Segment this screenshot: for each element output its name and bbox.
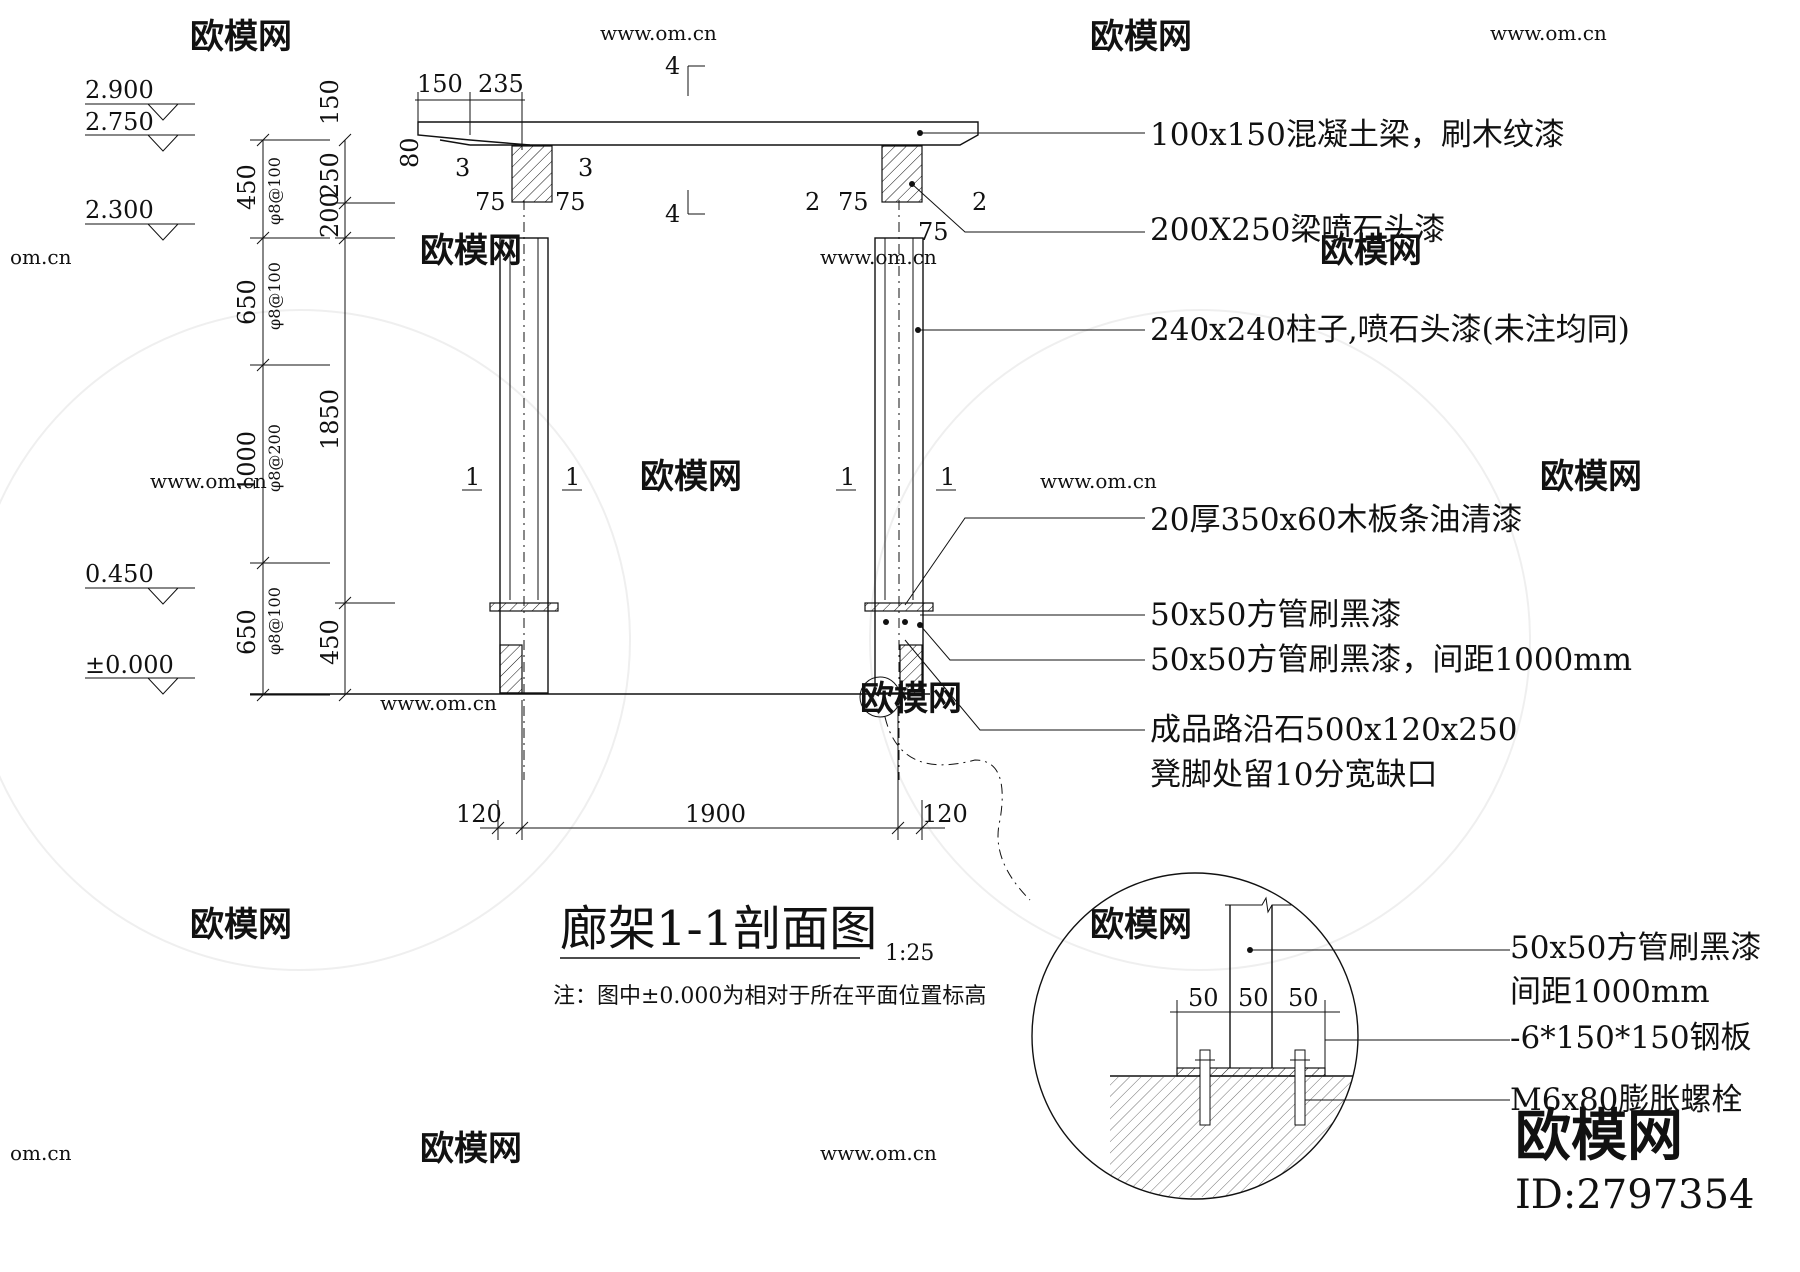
seat-board-right	[864, 602, 934, 612]
dim-450b: 450	[316, 619, 344, 665]
dim-200: 200	[316, 192, 344, 238]
curb-left	[499, 644, 523, 694]
dim-top-235: 235	[478, 70, 524, 98]
rebar-1: φ8@100	[265, 157, 284, 225]
watermark-brand: 欧模网	[640, 457, 742, 497]
brand-mark: 欧模网 ID:2797354	[1515, 1103, 1755, 1218]
leader-lines	[904, 130, 1145, 731]
section-mark-3a: 3	[455, 154, 470, 182]
section-mark-1d: 1	[940, 463, 955, 491]
watermark-site: www.om.cn	[820, 245, 937, 269]
watermark-site: www.om.cn	[1490, 21, 1607, 45]
watermark-site: www.om.cn	[380, 691, 497, 715]
drawing-title: 廊架1-1剖面图 1:25 注：图中±0.000为相对于所在平面位置标高	[553, 901, 986, 1009]
watermark-site: www.om.cn	[600, 21, 717, 45]
curb-right	[899, 644, 923, 694]
watermark-brand: 欧模网	[1540, 457, 1642, 497]
dim-bottom-1900: 1900	[685, 800, 746, 828]
watermark-brand: 欧模网	[190, 17, 292, 57]
title: 廊架1-1剖面图	[560, 901, 877, 957]
watermark-site: www.om.cn	[820, 1141, 937, 1165]
elevation-0000: ±0.000	[85, 651, 174, 679]
dim-75a: 75	[475, 188, 506, 216]
label-bench-notch: 凳脚处留10分宽缺口	[1150, 757, 1437, 793]
dim-80: 80	[396, 137, 424, 168]
section-mark-4b: 4	[665, 200, 680, 228]
dim-150: 150	[316, 79, 344, 125]
label-concrete-beam: 100x150混凝土梁，刷木纹漆	[1150, 117, 1565, 153]
bottom-dimension: 120 1900 120	[456, 700, 968, 840]
dim-top-150: 150	[417, 70, 463, 98]
detail-label-spacing: 间距1000mm	[1510, 974, 1710, 1010]
label-wood-board: 20厚350x60木板条油清漆	[1150, 502, 1523, 538]
watermark-site-short: om.cn	[10, 1141, 72, 1165]
section-mark-4a: 4	[665, 52, 680, 80]
rebar-3: φ8@200	[265, 424, 284, 492]
elevation-markers: 2.900 2.750 2.300 0.450 ±0.000	[85, 76, 195, 695]
dim-650: 650	[233, 279, 261, 325]
watermark-brand: 欧模网	[420, 231, 522, 271]
watermark-site-short: om.cn	[10, 245, 72, 269]
elevation-0450: 0.450	[85, 560, 154, 588]
watermark-brand: 欧模网	[1090, 905, 1192, 945]
dim-250: 250	[316, 152, 344, 198]
detail-dim-50b: 50	[1238, 984, 1269, 1012]
watermark-brand: 欧模网	[1320, 231, 1422, 271]
left-dimension-chain: 450 650 1000 650 φ8@100 φ8@100 φ8@200 φ8…	[233, 79, 424, 702]
dim-bottom-120b: 120	[922, 800, 968, 828]
section-mark-3b: 3	[578, 154, 593, 182]
dim-75c: 75	[838, 188, 869, 216]
brand-id: ID:2797354	[1515, 1172, 1755, 1218]
elevation-2750: 2.750	[85, 108, 154, 136]
rebar-2: φ8@100	[265, 262, 284, 330]
anchor-detail: 50 50 50 50x50方管刷黑漆 间距1000mm -6*150*150钢…	[1031, 872, 1761, 1200]
dim-650b: 650	[233, 609, 261, 655]
pergola-structure	[250, 121, 1031, 901]
watermark-site: www.om.cn	[150, 469, 267, 493]
label-beam-paint: 200X250梁喷石头漆	[1150, 212, 1445, 248]
elevation-2900: 2.900	[85, 76, 154, 104]
detail-label-plate: -6*150*150钢板	[1510, 1020, 1752, 1056]
label-square-tube: 50x50方管刷黑漆	[1150, 597, 1401, 633]
section-mark-1c: 1	[840, 463, 855, 491]
label-square-tube-spacing: 50x50方管刷黑漆，间距1000mm	[1150, 642, 1632, 678]
top-dimension: 150 235	[415, 70, 525, 150]
note: 注：图中±0.000为相对于所在平面位置标高	[553, 984, 986, 1009]
detail-label-tube: 50x50方管刷黑漆	[1510, 930, 1761, 966]
dim-450: 450	[233, 164, 261, 210]
section-marks: 4 4 3 3 2 2 1 1 1 1 75 75 75 75	[455, 52, 987, 491]
detail-callout-circle	[859, 676, 901, 718]
dim-75b: 75	[555, 188, 586, 216]
watermark-layer: 欧模网 欧模网 欧模网 欧模网 欧模网 欧模网 欧模网 欧模网 欧模网 欧模网 …	[0, 17, 1642, 1169]
scale: 1:25	[885, 941, 934, 966]
detail-dim-50c: 50	[1288, 984, 1319, 1012]
label-column: 240x240柱子,喷石头漆(未注均同)	[1150, 312, 1630, 348]
rebar-4: φ8@100	[265, 587, 284, 655]
watermark-site: www.om.cn	[1040, 469, 1157, 493]
beam-left	[511, 145, 553, 203]
watermark-brand: 欧模网	[420, 1129, 522, 1169]
detail-label-bolt: M6x80膨胀螺栓	[1510, 1082, 1742, 1118]
watermark-brand: 欧模网	[1090, 17, 1192, 57]
brand-name: 欧模网	[1515, 1103, 1683, 1169]
beam-right	[881, 145, 923, 203]
section-mark-2b: 2	[972, 188, 987, 216]
section-mark-2a: 2	[805, 188, 820, 216]
material-labels: 100x150混凝土梁，刷木纹漆 200X250梁喷石头漆 240x240柱子,…	[1150, 117, 1632, 793]
section-mark-1a: 1	[465, 463, 480, 491]
elevation-2300: 2.300	[85, 196, 154, 224]
dim-bottom-120a: 120	[456, 800, 502, 828]
section-mark-1b: 1	[565, 463, 580, 491]
watermark-brand: 欧模网	[190, 905, 292, 945]
dim-1000: 1000	[233, 431, 261, 492]
label-curb-stone: 成品路沿石500x120x250	[1150, 712, 1517, 748]
dim-1850: 1850	[316, 389, 344, 450]
detail-dim-50a: 50	[1188, 984, 1219, 1012]
seat-board-left	[489, 602, 559, 612]
